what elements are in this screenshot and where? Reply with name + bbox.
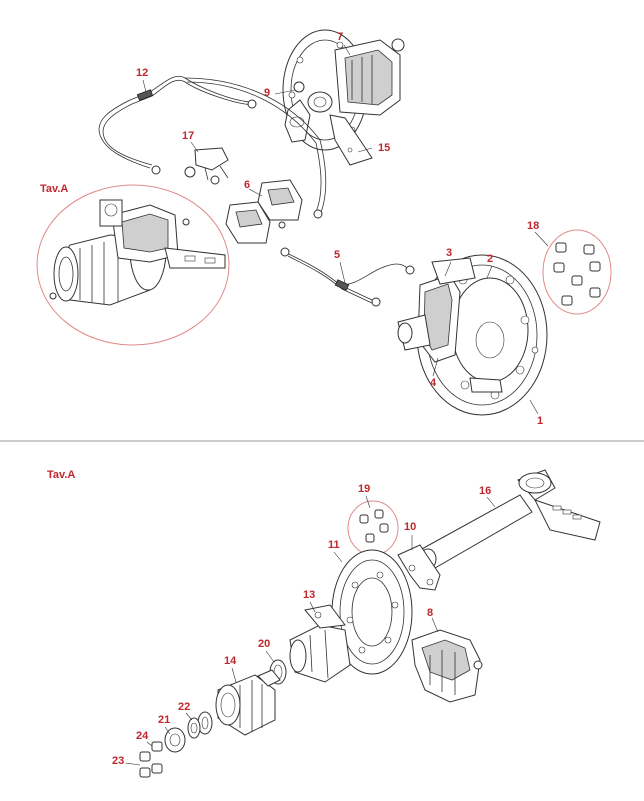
- leader-lines-bottom: [125, 495, 496, 766]
- detail-circle-bolts: [347, 500, 399, 556]
- brake-line-assembly: [98, 75, 327, 219]
- callout-1: 1: [537, 415, 544, 427]
- callout-17: 17: [182, 130, 195, 142]
- main-brake-disc-assembly: [397, 254, 548, 416]
- callout-18: 18: [527, 220, 540, 232]
- wheel-nuts-set: [553, 242, 601, 306]
- steering-arm-spindle: [419, 469, 601, 570]
- wheel-hub: [289, 604, 351, 683]
- brake-caliper: [411, 629, 483, 703]
- callout-16: 16: [479, 485, 492, 497]
- upper-caliper-disc-assembly: [282, 29, 405, 166]
- callout-22: 22: [178, 701, 191, 713]
- hub-assembly-detail: [49, 199, 226, 306]
- callout-23: 23: [112, 755, 125, 767]
- axle-nuts: [139, 741, 163, 778]
- caliper-bracket: [397, 544, 441, 591]
- leader-lines-top: [142, 44, 549, 415]
- detail-label-tav-a: Tav.A: [40, 183, 69, 195]
- brake-disc: [331, 549, 413, 675]
- callout-4: 4: [430, 377, 437, 389]
- callout-7: 7: [337, 31, 344, 43]
- callout-15: 15: [378, 142, 391, 154]
- callout-6: 6: [244, 179, 251, 191]
- detail-circle-nuts: [542, 229, 612, 315]
- callout-10: 10: [404, 521, 417, 533]
- callout-13: 13: [303, 589, 316, 601]
- callout-24: 24: [136, 730, 149, 742]
- bolt-set: [359, 509, 389, 543]
- callout-11: 11: [328, 539, 340, 551]
- callout-19: 19: [358, 483, 371, 495]
- callout-21: 21: [158, 714, 171, 726]
- callout-9: 9: [264, 87, 271, 99]
- callout-20: 20: [258, 638, 271, 650]
- detail-circle-tav-a: [36, 184, 230, 346]
- callout-12: 12: [136, 67, 149, 79]
- brake-hose: [280, 247, 415, 307]
- callout-3: 3: [446, 247, 453, 259]
- callout-8: 8: [427, 607, 434, 619]
- callout-5: 5: [334, 249, 341, 261]
- brake-pads: [225, 179, 303, 244]
- bearing-washers: [187, 711, 213, 739]
- callout-14: 14: [224, 655, 237, 667]
- hub-housing: [215, 669, 281, 736]
- callout-2: 2: [487, 253, 494, 265]
- valve-fitting: [184, 147, 229, 185]
- section-title-tav-a: Tav.A: [47, 469, 76, 481]
